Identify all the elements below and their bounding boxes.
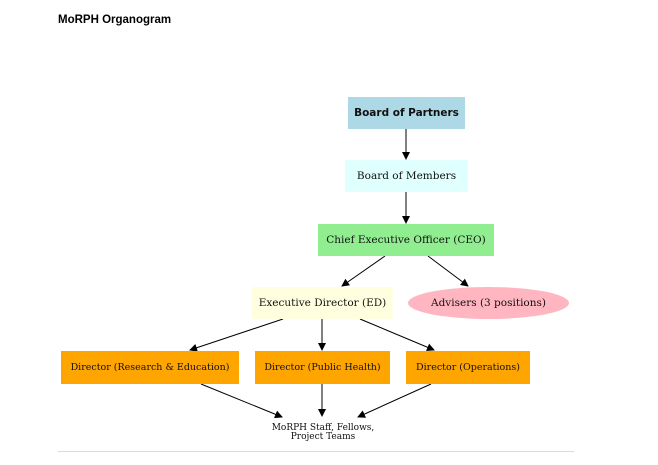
edge-dir-research-staff [200, 383, 283, 419]
node-ceo: Chief Executive Officer (CEO) [318, 224, 494, 256]
node-executive-director: Executive Director (ED) [252, 287, 393, 319]
node-board-of-partners: Board of Partners [348, 97, 465, 129]
page-title: MoRPH Organogram [58, 14, 172, 26]
node-board-of-members: Board of Members [345, 160, 468, 192]
edge-ceo-advisers [427, 255, 469, 287]
staff-label-line-2: Project Teams [290, 432, 356, 442]
node-advisers: Advisers (3 positions) [408, 287, 569, 319]
edge-ceo-ed [341, 255, 386, 287]
staff-label-line-1: MoRPH Staff, Fellows, [271, 422, 375, 433]
edge-dir-ops-staff [357, 383, 432, 418]
node-director-operations: Director (Operations) [406, 351, 530, 384]
node-director-public-health: Director (Public Health) [255, 351, 390, 384]
edge-ed-dir-research [189, 318, 284, 352]
node-director-research-education: Director (Research & Education) [61, 351, 239, 384]
node-staff-fellows-teams: MoRPH Staff, Fellows, Project Teams [243, 418, 403, 448]
divider-line [58, 451, 574, 452]
edge-ed-dir-ops [359, 318, 435, 351]
